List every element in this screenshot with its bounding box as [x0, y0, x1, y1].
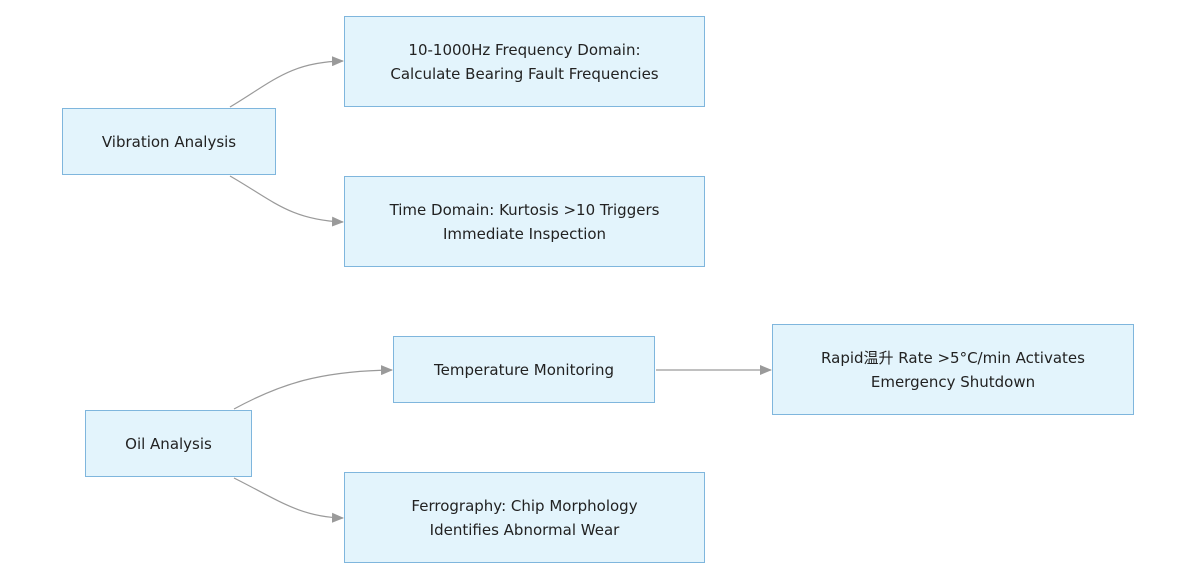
edge-oil-to-temp: [233, 365, 393, 410]
edge-oil-to-ferro: [233, 477, 344, 523]
node-ferrography: Ferrography: Chip Morphology Identifies …: [344, 472, 705, 563]
node-label: Ferrography: Chip Morphology Identifies …: [411, 496, 638, 539]
edge-vibration-to-freq: [229, 56, 344, 108]
node-time-domain: Time Domain: Kurtosis >10 Triggers Immed…: [344, 176, 705, 267]
node-temperature-monitoring: Temperature Monitoring: [393, 336, 655, 403]
node-label: Time Domain: Kurtosis >10 Triggers Immed…: [389, 200, 660, 243]
node-label: Oil Analysis: [125, 434, 212, 453]
node-label: Temperature Monitoring: [434, 360, 614, 379]
node-frequency-domain: 10-1000Hz Frequency Domain: Calculate Be…: [344, 16, 705, 107]
node-label: Rapid温升 Rate >5°C/min Activates Emergenc…: [821, 348, 1085, 391]
node-label: Vibration Analysis: [101, 132, 237, 151]
node-vibration-analysis: Vibration Analysis: [62, 108, 276, 175]
node-rapid-rate-shutdown: Rapid温升 Rate >5°C/min Activates Emergenc…: [772, 324, 1134, 415]
edge-vibration-to-time: [229, 175, 344, 227]
node-label: 10-1000Hz Frequency Domain: Calculate Be…: [390, 40, 659, 83]
node-oil-analysis: Oil Analysis: [85, 410, 252, 477]
